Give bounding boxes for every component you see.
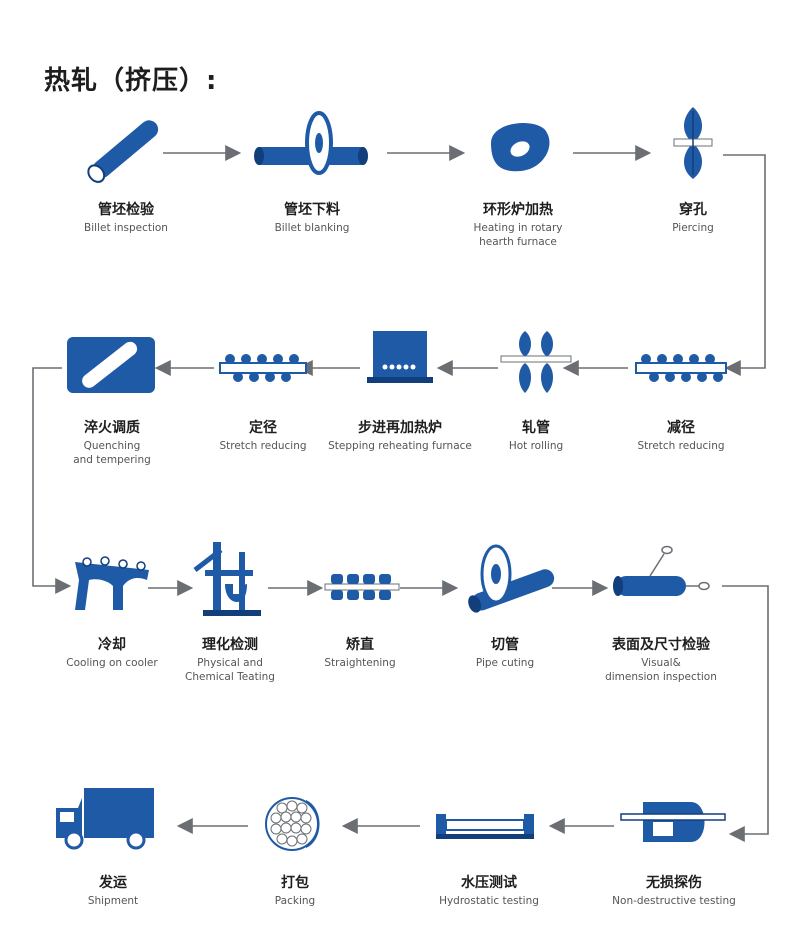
sizing-rolls-icon [219, 354, 307, 382]
quenching-icon [67, 337, 155, 393]
rolling-mill-icon [500, 331, 572, 393]
piercing-rolls-icon [673, 107, 713, 179]
step-physical-chemical: 理化检测 Physical and Chemical Teating [155, 540, 305, 684]
step-hot-rolling: 轧管 Hot rolling [461, 323, 611, 453]
arrow-4-5 [723, 154, 766, 376]
straightener-icon [324, 574, 400, 600]
arrow-14-15 [722, 585, 769, 842]
step-rotary-heating: 环形炉加热 Heating in rotary hearth furnace [443, 105, 593, 249]
inspection-icon [613, 545, 710, 596]
step-packing: 打包 Packing [220, 778, 370, 908]
step-stepping-reheating: 步进再加热炉 Stepping reheating furnace [325, 323, 475, 453]
billet-icon [87, 120, 159, 183]
step-shipment: 发运 Shipment [38, 778, 188, 908]
reducing-rolls-icon [635, 354, 727, 382]
step-hydrostatic: 水压测试 Hydrostatic testing [414, 778, 564, 908]
step-piercing: 穿孔 Piercing [618, 105, 768, 235]
truck-icon [56, 788, 154, 850]
hydrostatic-icon [436, 814, 534, 839]
testing-machine-icon [193, 542, 261, 616]
step-pipe-cutting: 切管 Pipe cuting [430, 540, 580, 670]
cooling-bed-icon [75, 556, 149, 610]
page-title: 热轧（挤压）: [44, 66, 218, 96]
step-sizing: 定径 Stretch reducing [188, 323, 338, 453]
step-quenching: 淬火调质 Quenching and tempering [37, 323, 187, 467]
step-visual-dimension: 表面及尺寸检验 Visual& dimension inspection [586, 540, 736, 684]
pipe-cutter-icon [468, 544, 555, 613]
step-stretch-reducing-1: 减径 Stretch reducing [606, 323, 756, 453]
bundle-icon [265, 797, 320, 851]
saw-blade-icon [254, 111, 368, 175]
step-billet-blanking: 管坯下料 Billet blanking [237, 105, 387, 235]
arrow-9-10 [32, 367, 72, 594]
ndt-icon [620, 802, 726, 842]
step-straightening: 矫直 Straightening [285, 540, 435, 670]
step-ndt: 无损探伤 Non-destructive testing [599, 778, 749, 908]
reheating-furnace-icon [367, 331, 433, 383]
step-billet-inspection: 管坯检验 Billet inspection [51, 105, 201, 235]
rotary-furnace-icon [491, 122, 550, 172]
step-cooling: 冷却 Cooling on cooler [37, 540, 187, 670]
